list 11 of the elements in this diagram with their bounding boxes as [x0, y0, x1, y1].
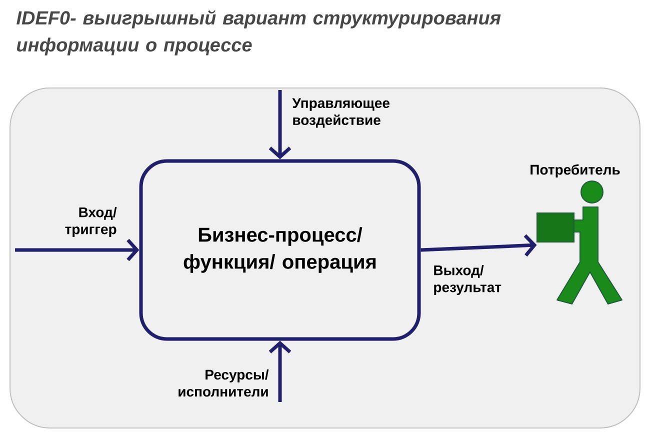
arrow: [420, 234, 537, 257]
edge-label: Вход/ триггер: [65, 206, 117, 238]
edge-label: Ресурсы/ исполнители: [178, 369, 269, 397]
arrow: [268, 340, 292, 402]
edge-label: Управляющее воздействие: [292, 98, 390, 128]
arrow: [15, 238, 140, 262]
person-label: Потребитель: [530, 164, 620, 178]
arrow: [268, 90, 292, 160]
title: IDEF0- выигрышный вариант структурирования информации о процессе: [16, 10, 501, 56]
edge-label: Выход/ результат: [434, 264, 502, 296]
process-box: Бизнес-процесс/ функция/ операция: [139, 159, 421, 341]
